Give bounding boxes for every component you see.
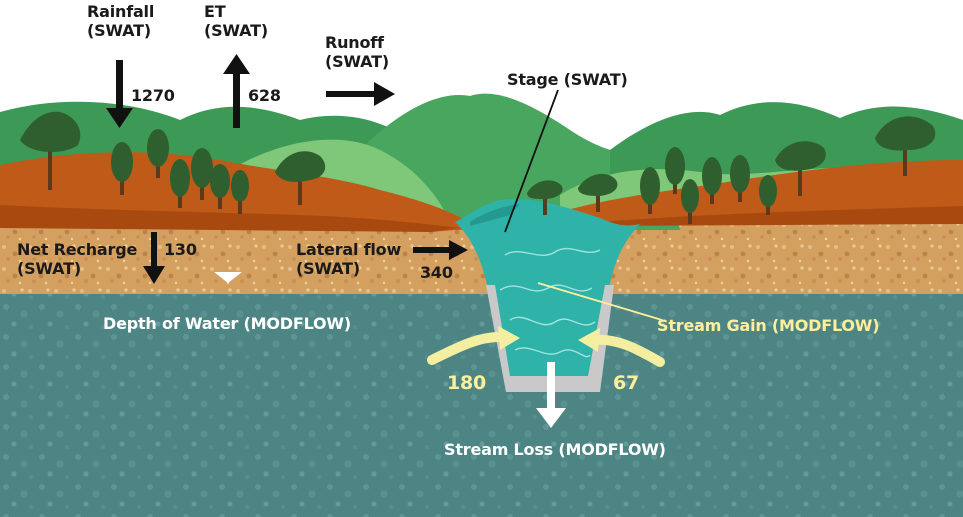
groundwater-zone [0,292,963,517]
net-recharge-value: 130 [164,240,197,259]
et-value: 628 [248,86,281,105]
depth-of-water-label: Depth of Water (MODFLOW) [103,314,351,333]
tree-group [20,111,936,224]
lateral-flow-arrow [413,240,468,260]
net-recharge-label: Net Recharge (SWAT) [17,240,138,278]
net-recharge-arrow [143,232,165,284]
gain-arrow-left [427,326,520,365]
gain-arrow-right [578,328,665,367]
rainfall-arrow [106,60,133,128]
stage-leader-line [504,89,559,233]
rainfall-label: Rainfall (SWAT) [87,2,155,40]
stream-loss-label: Stream Loss (MODFLOW) [444,440,666,459]
et-label: ET (SWAT) [204,2,268,40]
et-arrow [223,54,250,128]
gain-left-value: 180 [447,372,487,394]
rainfall-value: 1270 [131,86,175,105]
stream-loss-arrow [536,362,566,428]
lateral-flow-label: Lateral flow (SWAT) [296,240,402,278]
water-swirl [504,247,601,256]
runoff-label: Runoff (SWAT) [325,33,389,71]
stream-bed [486,285,614,392]
gain-right-value: 67 [613,372,640,394]
lateral-flow-value: 340 [420,263,453,282]
stream-gain-label: Stream Gain (MODFLOW) [657,316,880,335]
stream-gain-leader-line [537,282,663,321]
stage-label: Stage (SWAT) [507,70,628,89]
runoff-arrow [326,82,395,106]
water-table-icon [214,272,242,283]
